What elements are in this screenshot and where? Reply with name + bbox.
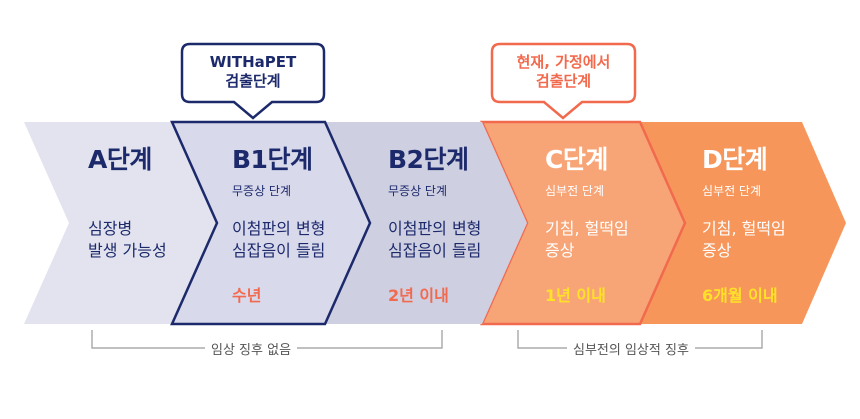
heart-failure-signs-label: 심부전의 임상적 징후 (567, 339, 695, 358)
withapet-callout-text: WITHaPET 검출단계 (209, 53, 297, 90)
current-callout-text: 현재, 가정에서 검출단계 (516, 53, 611, 90)
stage-c-duration: 1년 이내 (545, 286, 606, 305)
stage-d-subtitle: 심부전 단계 (702, 184, 762, 198)
stage-d-body: 기침, 헐떡임 증상 (702, 219, 786, 260)
stage-b1-duration: 수년 (232, 286, 262, 305)
stage-b2-body: 이첨판의 변형 심잡음이 들림 (388, 219, 482, 260)
stage-b2-subtitle: 무증상 단계 (388, 184, 448, 198)
withapet-callout (180, 42, 326, 120)
stage-b1-title: B1단계 (232, 145, 313, 174)
stage-d-title: D단계 (702, 145, 768, 174)
stage-c-title: C단계 (545, 145, 608, 174)
stage-b2-duration: 2년 이내 (388, 286, 449, 305)
stage-d-chevron (640, 122, 846, 324)
stage-b1-subtitle: 무증상 단계 (232, 184, 292, 198)
stage-a-chevron (24, 122, 217, 324)
stage-c-subtitle: 심부전 단계 (545, 184, 605, 198)
stage-d-duration: 6개월 이내 (702, 286, 778, 305)
stage-b1-chevron (170, 120, 372, 326)
stage-b1-body: 이첨판의 변형 심잡음이 들림 (232, 219, 326, 260)
current-detection-callout (490, 42, 637, 120)
stage-a-title: A단계 (88, 145, 152, 174)
stage-a-body: 심장병 발생 가능성 (88, 219, 167, 260)
no-signs-label: 임상 징후 없음 (205, 339, 298, 358)
stage-c-body: 기침, 헐떡임 증상 (545, 219, 629, 260)
stage-b2-title: B2단계 (388, 145, 469, 174)
stage-b2-chevron (325, 122, 527, 324)
